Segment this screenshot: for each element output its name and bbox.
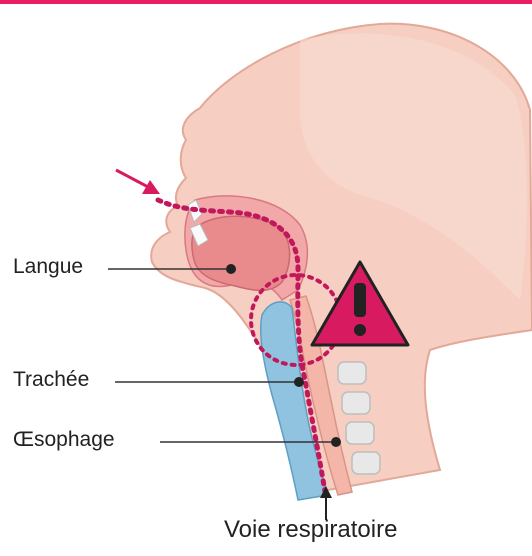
- label-esophagus: Œsophage: [13, 428, 115, 452]
- arrow-icon: [116, 170, 160, 194]
- label-tongue: Langue: [13, 255, 83, 279]
- label-airway: Voie respiratoire: [224, 516, 397, 544]
- esophagus-pointer-dot: [331, 437, 341, 447]
- tongue-pointer-dot: [226, 264, 236, 274]
- trachea-pointer-dot: [294, 377, 304, 387]
- label-trachea: Trachée: [13, 368, 89, 392]
